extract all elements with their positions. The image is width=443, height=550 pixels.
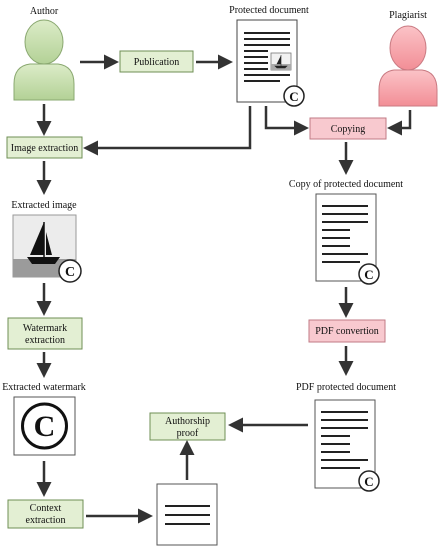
image-extraction-label: Image extraction [11,143,78,154]
copyright-icon: C [358,263,380,285]
context-extraction-label-line1: Context [30,503,62,514]
arrow-document-to-copying [264,106,309,136]
watermark-extraction-step: Watermark extraction [7,317,83,350]
svg-text:C: C [364,267,373,282]
arrow-plagiarist-to-copying [387,110,412,136]
publication-label: Publication [134,57,180,68]
author-icon [13,19,75,101]
copyright-icon: C [34,410,56,443]
copyright-icon: C [358,470,380,492]
copying-step: Copying [309,117,387,140]
image-extraction-step: Image extraction [6,136,83,159]
svg-text:C: C [364,474,373,489]
author-label: Author [30,6,59,17]
protected-document-label: Protected document [229,5,309,16]
arrow-document-to-image-extraction [83,106,252,156]
context-extraction-label-line2: extraction [26,515,66,526]
extracted-image-label: Extracted image [11,200,77,211]
copyright-icon: C [283,85,305,107]
extracted-watermark-icon: C [13,396,76,456]
extracted-image-icon [12,214,77,278]
copying-label: Copying [331,124,365,135]
plagiarist-icon [378,25,438,107]
watermark-extraction-label-line2: extraction [25,335,65,346]
authorship-proof-step: Authorship proof [149,412,226,441]
copyright-icon: C [58,259,82,283]
watermark-extraction-label-line1: Watermark [23,323,67,334]
protected-document-icon [236,19,298,103]
svg-text:C: C [289,89,298,104]
authorship-proof-label-line1: Authorship [165,416,210,427]
extracted-text-document-icon [156,483,218,546]
pdf-protected-document-label: PDF protected document [296,382,396,393]
publication-step: Publication [119,50,194,73]
pdf-convertion-step: PDF convertion [308,319,386,343]
authorship-proof-label-line2: proof [177,428,199,439]
svg-text:C: C [65,265,75,280]
extracted-watermark-label: Extracted watermark [2,382,86,393]
pdf-convertion-label: PDF convertion [315,326,379,337]
plagiarist-label: Plagiarist [389,10,427,21]
context-extraction-step: Context extraction [7,499,84,529]
copy-of-protected-document-label: Copy of protected document [289,179,403,190]
